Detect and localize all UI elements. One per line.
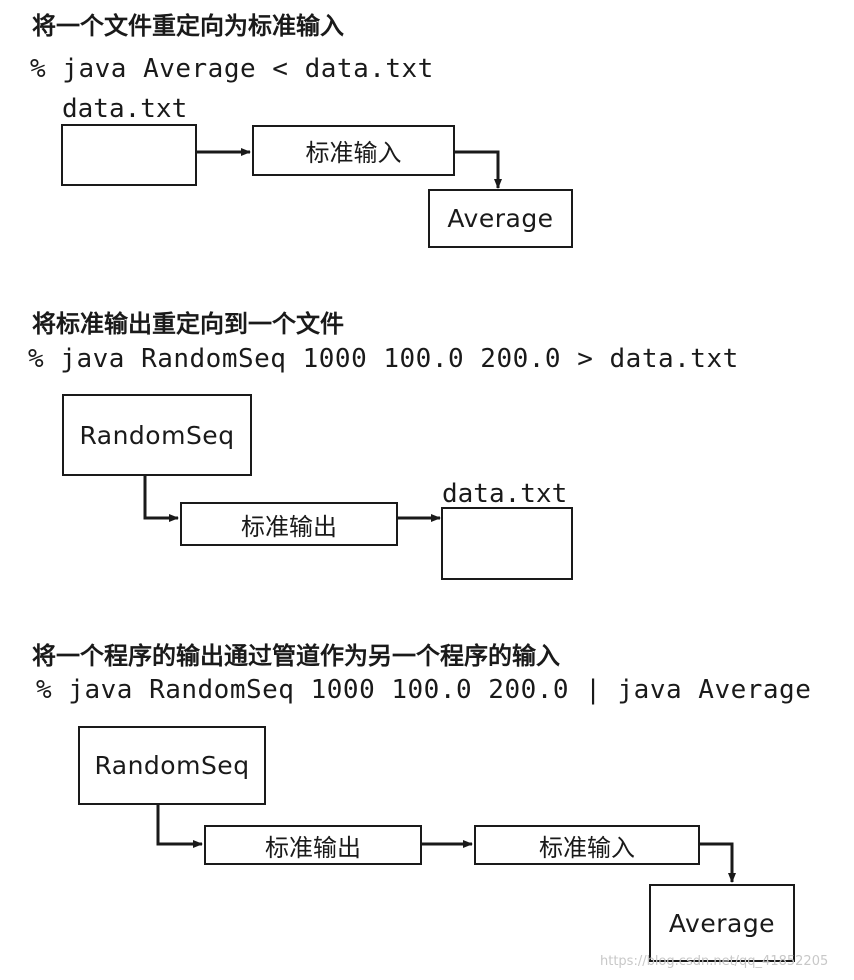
- section1-file-label: data.txt: [62, 94, 188, 124]
- section1-file-box: [61, 124, 197, 186]
- section2-command: % java RandomSeq 1000 100.0 200.0 > data…: [28, 344, 739, 374]
- arrow-randomseq-to-stdout: [143, 476, 179, 522]
- section2-title: 将标准输出重定向到一个文件: [32, 310, 344, 338]
- section3-command: % java RandomSeq 1000 100.0 200.0 | java…: [36, 675, 812, 705]
- section3-average-box: Average: [649, 884, 795, 962]
- section3-title: 将一个程序的输出通过管道作为另一个程序的输入: [32, 642, 560, 670]
- section2-file-box: [441, 507, 573, 580]
- arrow-stdin-to-average-pipe: [700, 842, 736, 883]
- section3-randomseq-box: RandomSeq: [78, 726, 266, 805]
- arrow-stdin-to-average: [455, 150, 502, 189]
- watermark-text: https://blog.csdn.net/qq_41852205: [600, 954, 829, 969]
- section2-randomseq-box: RandomSeq: [62, 394, 252, 476]
- section1-command: % java Average < data.txt: [30, 54, 434, 84]
- section2-stdout-box: 标准输出: [180, 502, 398, 546]
- section3-stdout-box: 标准输出: [204, 825, 422, 865]
- section1-average-box: Average: [428, 189, 573, 248]
- section3-stdin-box: 标准输入: [474, 825, 700, 865]
- arrow-randomseq-to-stdout-pipe: [156, 805, 203, 848]
- section1-stdin-box: 标准输入: [252, 125, 455, 176]
- section2-file-label: data.txt: [442, 479, 568, 509]
- section1-title: 将一个文件重定向为标准输入: [32, 12, 344, 40]
